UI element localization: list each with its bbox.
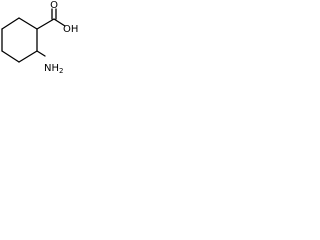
chemical-structure: O OH NH2 xyxy=(1,0,78,75)
ring-bond-4 xyxy=(1,50,20,63)
amine-label: NH2 xyxy=(44,63,63,75)
ring-to-carboxyl-bond xyxy=(36,18,55,30)
cyclohexane-ring xyxy=(1,17,38,63)
hydroxyl-label: OH xyxy=(63,24,78,35)
ring-bond-6 xyxy=(1,17,20,30)
amine-nh-text: NH xyxy=(44,63,59,74)
ring-to-amine-bond xyxy=(36,50,46,57)
ring-bond-3 xyxy=(18,50,38,63)
amine-group: NH2 xyxy=(36,50,63,75)
carboxyl-group: O OH xyxy=(36,0,78,35)
ring-bond-1 xyxy=(18,17,38,30)
carbonyl-oxygen-label: O xyxy=(50,0,58,11)
amine-subscript: 2 xyxy=(59,67,63,75)
carbon-hydroxyl-bond xyxy=(53,18,66,27)
